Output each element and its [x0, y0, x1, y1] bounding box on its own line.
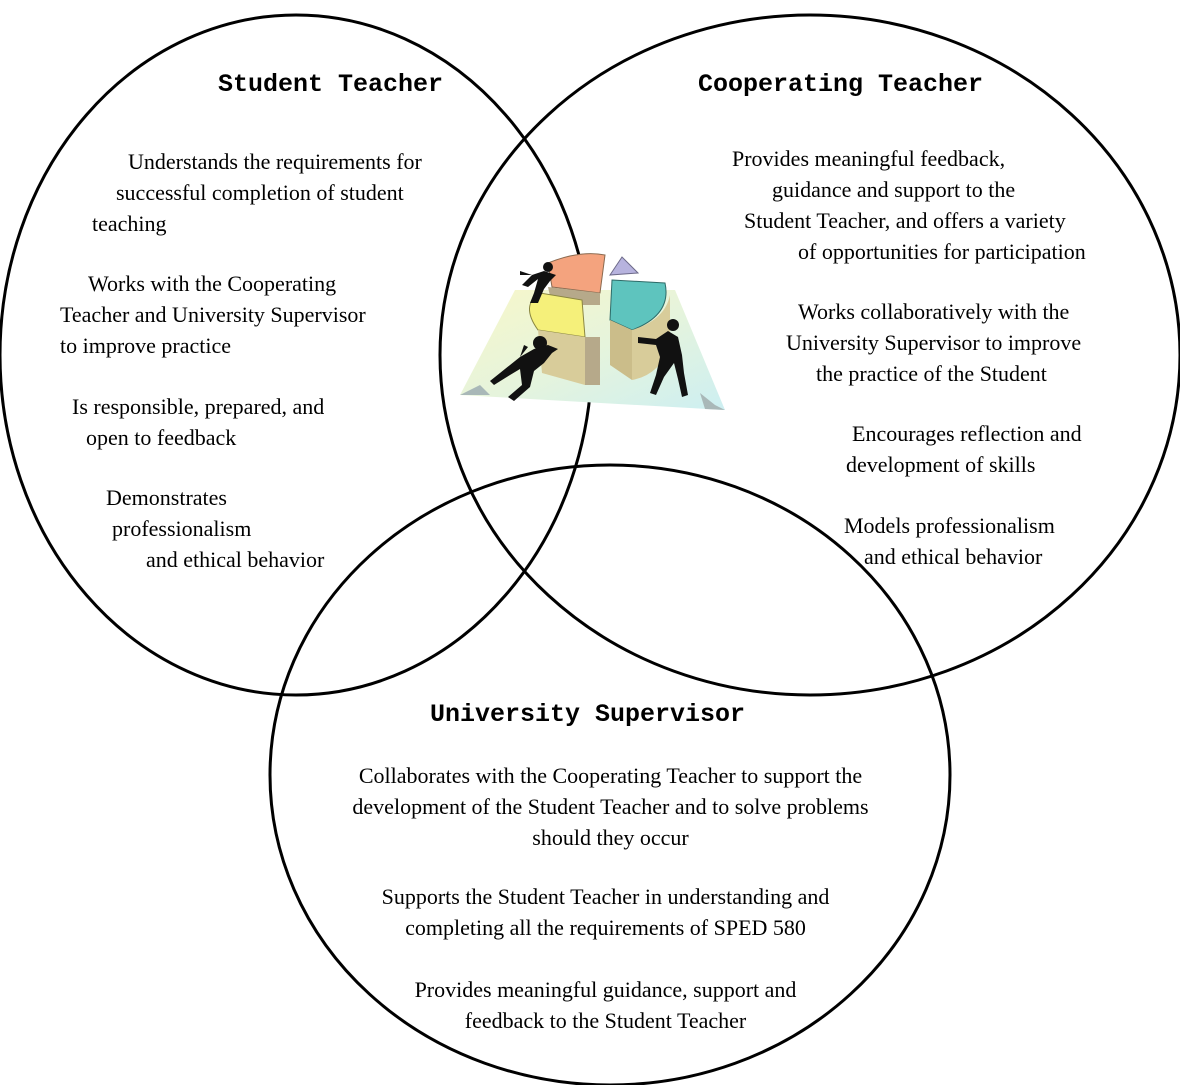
person-bottom-left [490, 336, 558, 401]
student-teacher-item: Works with the Cooperating Teacher and U… [60, 271, 366, 358]
pie-lavender-slice [609, 256, 640, 276]
cooperating-teacher-circle [438, 13, 1180, 697]
student-teacher-item: Demonstrates professionalism and ethical… [106, 485, 325, 572]
cooperating-teacher-item: Provides meaningful feedback, guidance a… [732, 146, 1086, 264]
university-supervisor-title: University Supervisor [430, 700, 746, 729]
pie-teal-slice [609, 279, 667, 331]
cooperating-teacher-item: Encourages reflection and development of… [846, 421, 1082, 477]
person-top-left [520, 262, 556, 303]
university-supervisor-circle [268, 463, 952, 1085]
teamwork-pie-chart-icon [460, 253, 725, 410]
university-supervisor-item: Supports the Student Teacher in understa… [381, 884, 830, 940]
student-teacher-title: Student Teacher [218, 70, 444, 99]
student-teacher-item: Is responsible, prepared, and open to fe… [72, 394, 325, 450]
person-right [638, 319, 688, 397]
cooperating-teacher-item: Works collaboratively with the Universit… [786, 299, 1082, 386]
university-supervisor-item: Collaborates with the Cooperating Teache… [352, 763, 869, 850]
cooperating-teacher-title: Cooperating Teacher [698, 70, 984, 99]
pie-orange-slice [547, 253, 606, 294]
university-supervisor-item: Provides meaningful guidance, support an… [414, 977, 797, 1033]
cooperating-teacher-item: Models professionalism and ethical behav… [844, 513, 1055, 569]
student-teacher-item: Understands the requirements for success… [92, 149, 422, 236]
